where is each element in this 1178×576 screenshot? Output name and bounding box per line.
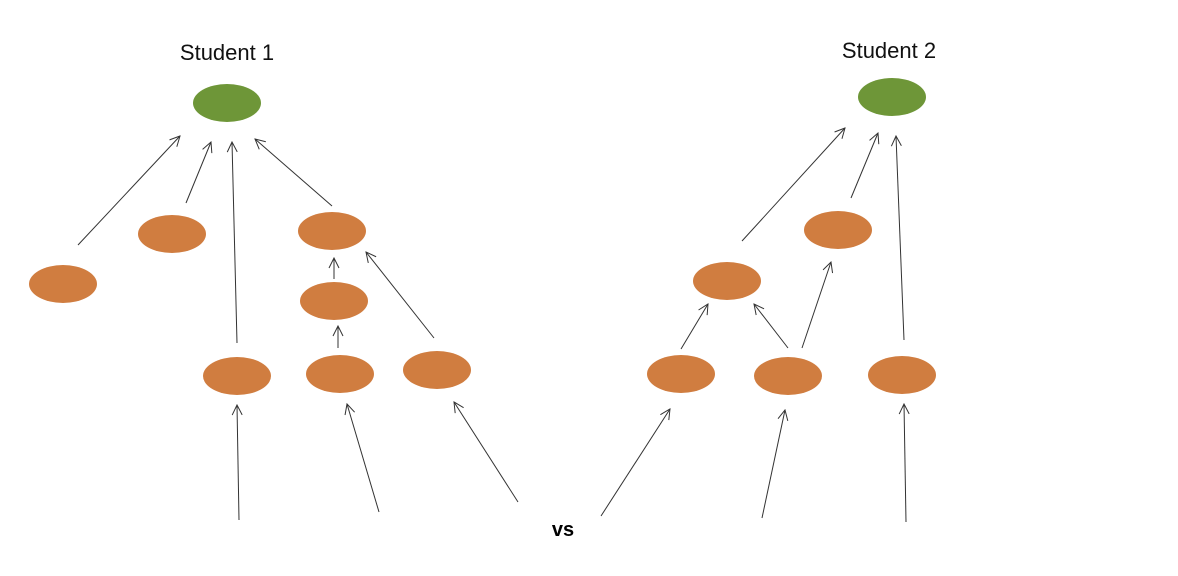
concept-node [754,357,822,395]
arrow [77,136,180,246]
concept-node [647,355,715,393]
concept-node [29,265,97,303]
goal-node [858,78,926,116]
student-1-edges [77,136,519,521]
arrow [741,128,845,242]
concept-node [300,282,368,320]
arrow [896,136,905,341]
student-2-title: Student 2 [842,38,936,63]
arrow [801,262,831,349]
arrow [237,405,239,521]
student-1-title: Student 1 [180,40,274,65]
arrow [680,304,708,350]
arrow [347,404,380,513]
goal-node [193,84,261,122]
arrow [232,142,237,344]
student-1-nodes [29,84,471,395]
concept-node [203,357,271,395]
student-2-map: Student 2 [600,38,936,523]
concept-node [138,215,206,253]
arrow [850,133,878,199]
student-1-map: Student 1 [29,40,519,521]
vs-label: vs [552,519,574,541]
arrow [255,139,333,207]
arrow [600,409,670,517]
student-2-nodes [647,78,936,395]
arrow [754,304,789,349]
concept-node [403,351,471,389]
student-2-edges [600,128,906,523]
arrow [185,142,211,204]
concept-node [868,356,936,394]
concept-node [804,211,872,249]
arrow [904,404,906,523]
arrow [454,402,519,503]
arrow [366,252,435,339]
concept-node [693,262,761,300]
concept-node [306,355,374,393]
arrow [761,410,785,519]
concept-node [298,212,366,250]
